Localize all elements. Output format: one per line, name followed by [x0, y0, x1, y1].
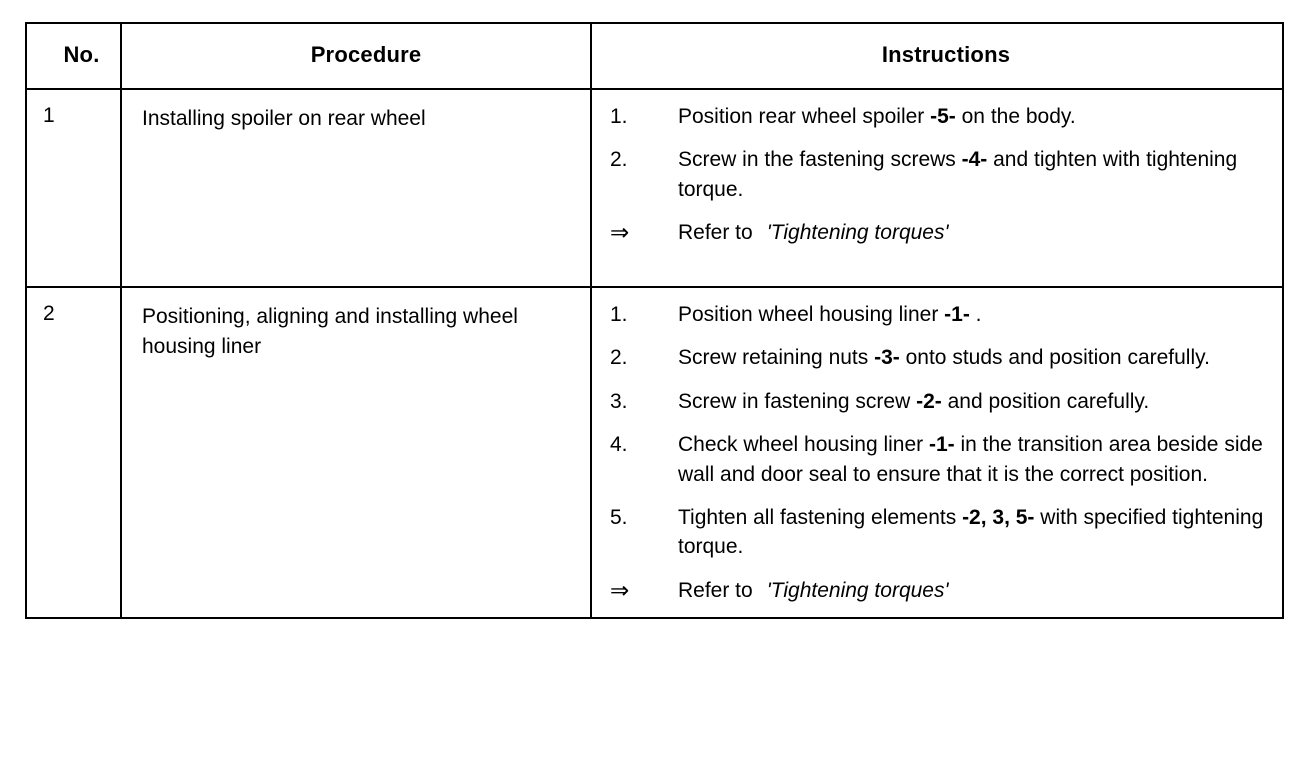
table-row: 2 Positioning, aligning and installing w… — [25, 285, 1284, 620]
step-text-post: in the transition area beside side wall … — [678, 433, 1263, 486]
column-header-procedure-label: Procedure — [310, 42, 422, 67]
instruction-step: 5. Tighten all fastening elements -2, 3, … — [610, 503, 1266, 562]
step-text-pre: Position wheel housing liner — [678, 303, 945, 326]
step-part-reference: -3- — [874, 346, 900, 370]
step-text-pre: Screw retaining nuts — [678, 346, 875, 370]
instruction-list: 1. Position rear wheel spoiler -5- on the… — [610, 102, 1266, 204]
step-part-reference: -5- — [930, 105, 956, 128]
cross-reference[interactable]: ⇒ Refer to 'Tightening torques' — [610, 576, 1266, 605]
table-body: 1 Installing spoiler on rear wheel 1. Pos… — [25, 88, 1284, 620]
cross-reference-label: Refer to — [678, 221, 753, 245]
instruction-step: 3. Screw in fastening screw -2- and posit… — [610, 387, 1266, 416]
procedure-text: Positioning, aligning and installing whe… — [142, 305, 518, 358]
step-number: 4. — [610, 433, 628, 457]
step-number: 3. — [610, 389, 628, 413]
cross-reference-target[interactable]: 'Tightening torques' — [766, 578, 949, 602]
procedure-cell: Installing spoiler on rear wheel — [120, 88, 592, 288]
table-row: 1 Installing spoiler on rear wheel 1. Pos… — [25, 88, 1284, 288]
step-text-pre: Tighten all fastening elements — [678, 505, 963, 529]
row-number: 1 — [43, 104, 55, 127]
procedure-text: Installing spoiler on rear wheel — [142, 107, 426, 130]
column-header-instructions-label: Instructions — [881, 42, 1011, 67]
step-part-reference: -2- — [916, 389, 942, 413]
row-number: 2 — [43, 302, 55, 325]
column-header-procedure: Procedure — [120, 22, 592, 90]
step-number: 1. — [610, 303, 628, 326]
procedure-cell: Positioning, aligning and installing whe… — [120, 285, 592, 620]
step-text-pre: Check wheel housing liner — [678, 433, 929, 457]
step-part-reference: -2, 3, 5- — [962, 505, 1035, 529]
step-text-post: and tighten with tightening torque. — [678, 148, 1238, 201]
step-number: 2. — [610, 148, 628, 172]
step-text-post: onto studs and position carefully. — [899, 346, 1210, 370]
row-number-cell: 2 — [25, 285, 122, 620]
step-number: 1. — [610, 105, 628, 128]
step-text-post: . — [969, 303, 982, 326]
instruction-step: 4. Check wheel housing liner -1- in the t… — [610, 430, 1266, 489]
step-part-reference: -1- — [928, 433, 955, 457]
step-text-post: on the body. — [955, 105, 1076, 128]
cross-reference[interactable]: ⇒ Refer to 'Tightening torques' — [610, 218, 1266, 247]
instruction-step: 2. Screw retaining nuts -3- onto studs an… — [610, 343, 1266, 372]
cross-reference-target[interactable]: 'Tightening torques' — [766, 221, 949, 245]
step-text-pre: Position rear wheel spoiler — [678, 105, 931, 128]
cross-reference-label: Refer to — [678, 578, 753, 602]
instruction-step: 1. Position wheel housing liner -1- . — [610, 300, 1266, 329]
double-arrow-icon: ⇒ — [610, 576, 630, 603]
step-number: 2. — [610, 346, 628, 370]
table-header: No. Procedure Instructions — [25, 22, 1284, 90]
step-text-post: and position carefully. — [941, 389, 1150, 413]
step-number: 5. — [610, 505, 628, 529]
step-text-pre: Screw in the fastening screws — [678, 148, 962, 172]
double-arrow-icon: ⇒ — [610, 219, 630, 246]
instruction-list: 1. Position wheel housing liner -1- . 2. S… — [610, 300, 1266, 562]
step-text-post: with specified tightening torque. — [678, 505, 1264, 559]
procedure-table: No. Procedure Instructions 1 Installing … — [25, 22, 1284, 620]
instruction-step: 2. Screw in the fastening screws -4- and … — [610, 145, 1266, 204]
column-header-no-label: No. — [63, 42, 100, 67]
instruction-step: 1. Position rear wheel spoiler -5- on the… — [610, 102, 1266, 131]
column-header-instructions: Instructions — [590, 22, 1284, 90]
row-number-cell: 1 — [25, 88, 122, 288]
column-header-no: No. — [25, 22, 122, 90]
step-part-reference: -1- — [944, 303, 970, 326]
step-part-reference: -4- — [961, 148, 988, 172]
table-header-row: No. Procedure Instructions — [25, 22, 1284, 90]
instructions-cell: 1. Position wheel housing liner -1- . 2. S… — [590, 285, 1284, 620]
step-text-pre: Screw in fastening screw — [678, 389, 917, 413]
instructions-cell: 1. Position rear wheel spoiler -5- on the… — [590, 88, 1284, 288]
